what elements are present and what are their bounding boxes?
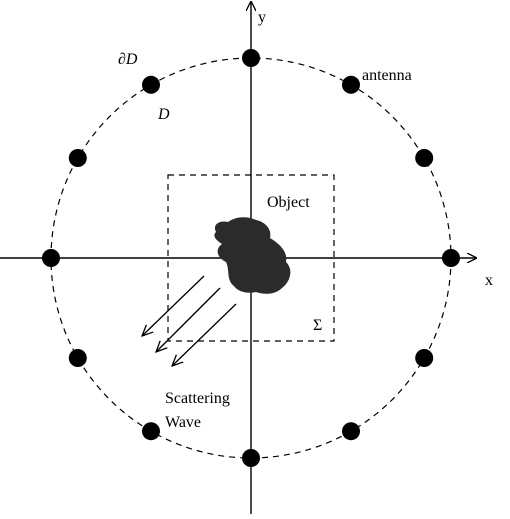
antenna-dot-4 (442, 249, 460, 267)
boundary-label: ∂D (118, 51, 138, 68)
antenna-dot-7 (242, 449, 260, 467)
antenna-dot-12 (142, 75, 160, 94)
antenna-dot-9 (68, 349, 87, 367)
antenna-dot-10 (42, 249, 60, 267)
antenna-dot-11 (68, 149, 87, 167)
antenna-dot-5 (415, 349, 434, 367)
antenna-dot-8 (142, 422, 160, 441)
antenna-dot-1 (242, 49, 260, 67)
antenna-dot-6 (342, 422, 360, 441)
x-axis-label: x (485, 272, 493, 289)
scattering-arrow-3 (172, 303, 237, 366)
sigma-label: Σ (313, 317, 322, 334)
antenna-label: antenna (362, 67, 412, 84)
scattering-arrow-2 (156, 287, 221, 352)
antenna-dot-3 (415, 149, 434, 167)
scattering-arrows (142, 275, 237, 366)
object-shape (214, 217, 291, 294)
object-label: Object (267, 194, 310, 211)
scattering-arrow-1 (142, 275, 205, 336)
antenna-dot-2 (342, 75, 360, 94)
sigma-region (167, 174, 335, 342)
scattering-label: Scattering (165, 390, 230, 407)
antenna-ring (42, 49, 460, 467)
wave-label: Wave (165, 414, 201, 431)
domain-label: D (157, 106, 170, 123)
y-axis-label: y (258, 9, 266, 26)
